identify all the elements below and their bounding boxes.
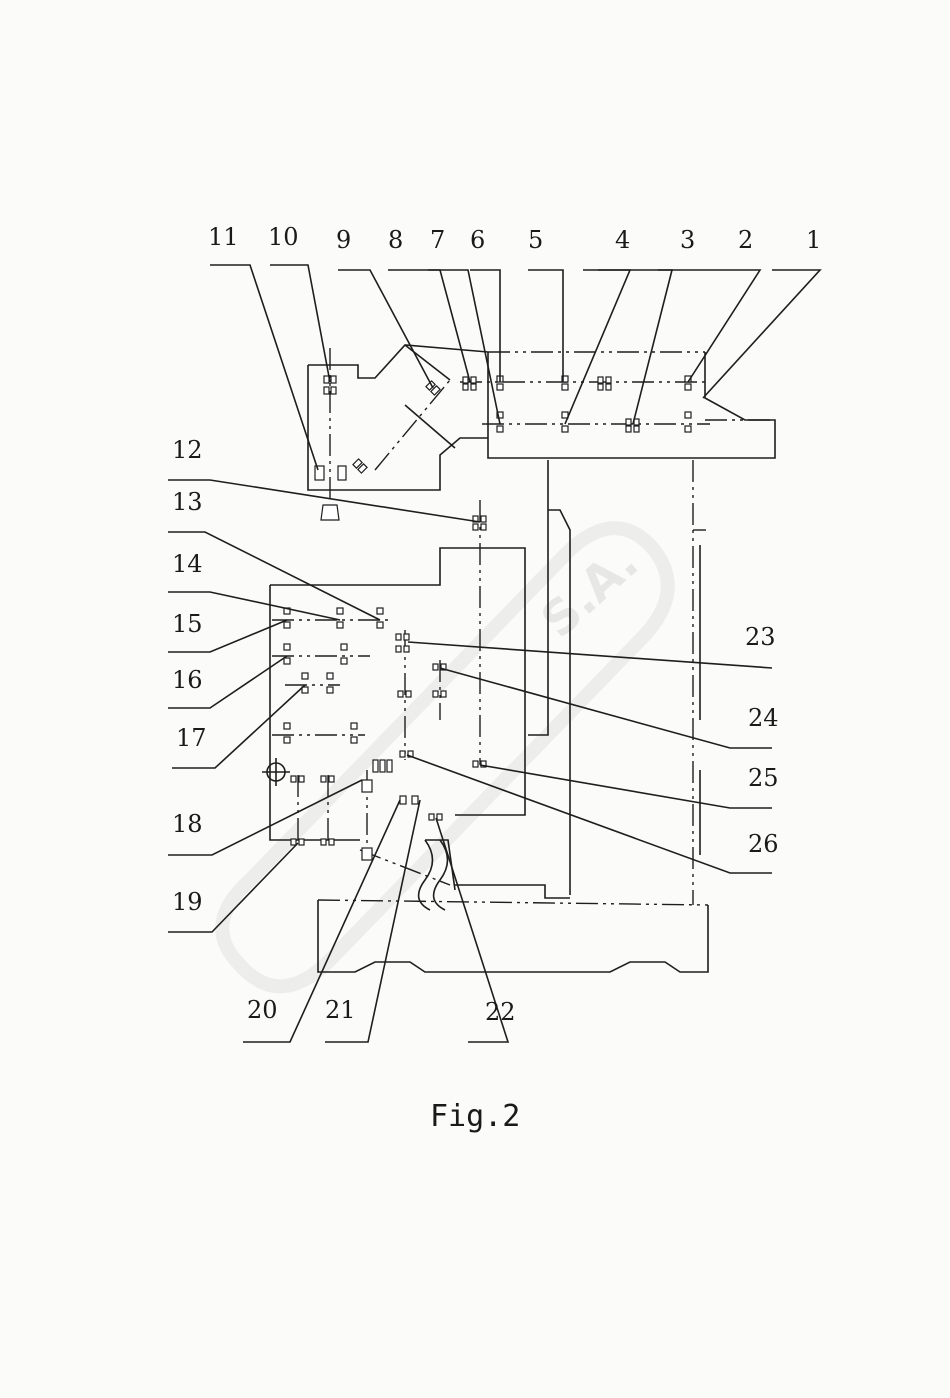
label-22: 22 <box>485 998 516 1026</box>
label-9: 9 <box>336 226 351 254</box>
label-25: 25 <box>748 764 779 792</box>
label-2: 2 <box>738 226 753 254</box>
label-16: 16 <box>172 666 203 694</box>
label-17: 17 <box>176 724 207 752</box>
label-11: 11 <box>208 223 239 251</box>
label-24: 24 <box>748 704 779 732</box>
label-13: 13 <box>172 488 203 516</box>
label-14: 14 <box>172 550 203 578</box>
upper-housing <box>308 345 775 500</box>
label-5: 5 <box>528 226 543 254</box>
label-19: 19 <box>172 888 203 916</box>
label-8: 8 <box>388 226 403 254</box>
label-10: 10 <box>268 223 299 251</box>
label-21: 21 <box>325 996 356 1024</box>
label-23: 23 <box>745 623 776 651</box>
label-20: 20 <box>247 996 278 1024</box>
watermark: S.A. <box>222 528 668 986</box>
label-6: 6 <box>470 226 485 254</box>
label-15: 15 <box>172 610 203 638</box>
leader-lines <box>168 265 820 1042</box>
label-4: 4 <box>615 226 630 254</box>
label-12: 12 <box>172 436 203 464</box>
figure-caption: Fig.2 <box>430 1099 520 1134</box>
label-7: 7 <box>430 226 445 254</box>
label-18: 18 <box>172 810 203 838</box>
label-1: 1 <box>806 226 821 254</box>
label-3: 3 <box>680 226 695 254</box>
label-26: 26 <box>748 830 779 858</box>
